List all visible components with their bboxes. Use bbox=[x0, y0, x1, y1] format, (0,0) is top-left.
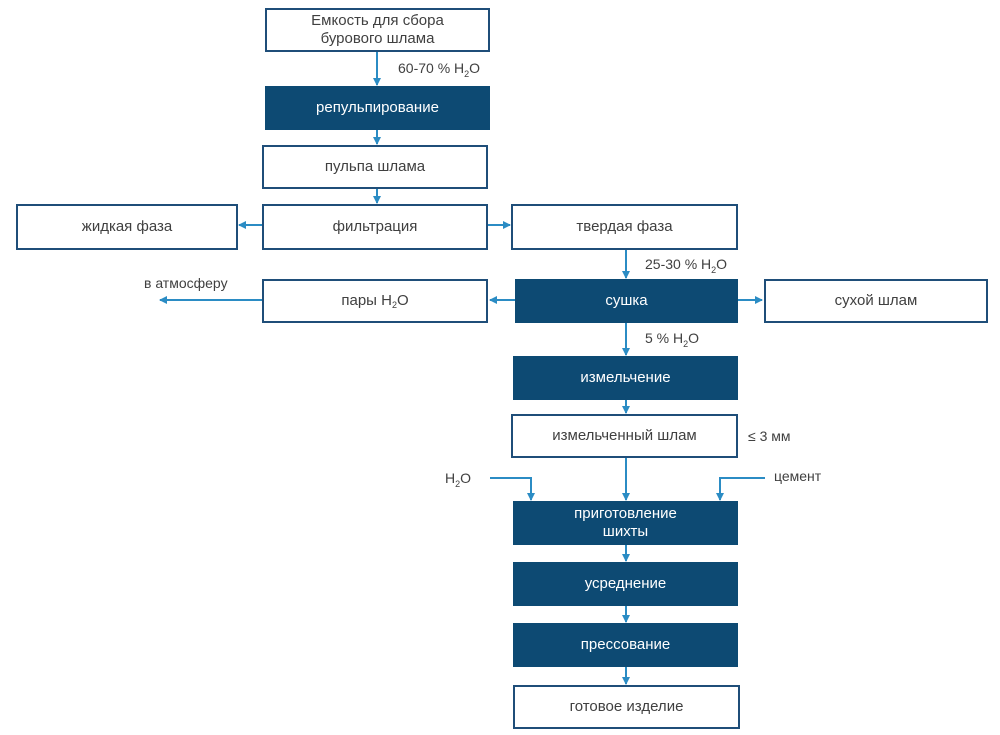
atmosphere-label: в атмосферу bbox=[144, 275, 228, 291]
arrow-water-batch bbox=[490, 477, 535, 501]
node-drying: сушка bbox=[515, 279, 738, 323]
node-pressing: прессование bbox=[513, 623, 738, 667]
moisture-label-2: 25-30 % H2O bbox=[645, 256, 728, 275]
node-repulping: репульпирование bbox=[265, 86, 490, 130]
cement-label: цемент bbox=[774, 468, 822, 484]
node-averaging: усреднение bbox=[513, 562, 738, 606]
node-grinding: измельчение bbox=[513, 356, 738, 400]
water-input-label: H2O bbox=[445, 470, 472, 489]
node-dry-sludge: сухой шлам bbox=[764, 279, 988, 323]
arrow-cement-batch bbox=[716, 477, 765, 501]
node-ground-sludge: измельченный шлам bbox=[511, 414, 738, 458]
node-tank-label: Емкость для сбора бурового шлама bbox=[311, 12, 444, 47]
node-solid-phase: твердая фаза bbox=[511, 204, 738, 250]
node-tank: Емкость для сбора бурового шлама bbox=[265, 8, 490, 52]
node-filtration: фильтрация bbox=[262, 204, 488, 250]
size-label: ≤ 3 мм bbox=[748, 428, 791, 444]
node-batch-preparation: приготовление шихты bbox=[513, 501, 738, 545]
moisture-label-3: 5 % H2O bbox=[645, 330, 700, 349]
node-finished-product: готовое изделие bbox=[513, 685, 740, 729]
node-liquid-phase: жидкая фаза bbox=[16, 204, 238, 250]
node-pulp: пульпа шлама bbox=[262, 145, 488, 189]
moisture-label-1: 60-70 % H2O bbox=[398, 60, 481, 79]
